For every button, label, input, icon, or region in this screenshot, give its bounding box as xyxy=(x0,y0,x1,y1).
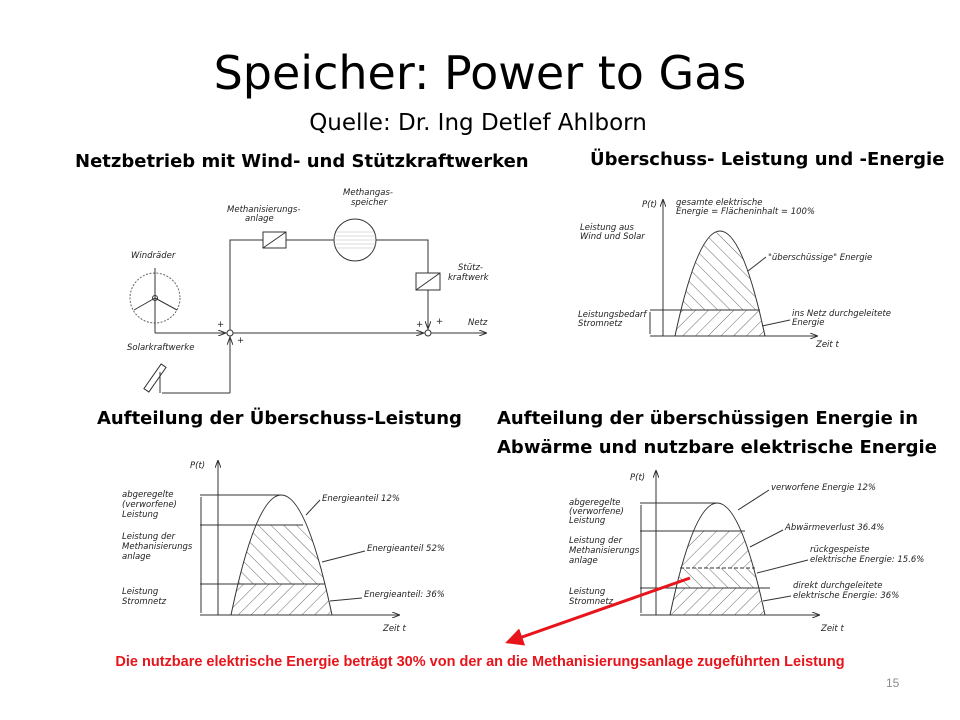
diagram-label: "überschüssige" Energie xyxy=(768,253,872,263)
diagram-label: Methanisierungs xyxy=(569,546,640,556)
diagram-label: (verworfene) xyxy=(122,500,177,510)
wind-turbine-icon xyxy=(129,268,181,333)
diagram-label: Leistungsbedarf xyxy=(578,310,648,320)
diagram-label: ins Netz durchgeleitete xyxy=(792,309,891,319)
diagram-label: + xyxy=(416,320,423,330)
slide-title: Speicher: Power to Gas xyxy=(213,46,747,100)
diagram-label: anlage xyxy=(122,552,151,562)
diagram-label: Methangas- xyxy=(343,188,393,198)
diagram-label: Abwärmeverlust 36.4% xyxy=(784,523,884,533)
diagram-label: Solarkraftwerke xyxy=(127,343,194,353)
red-annotation-arrow xyxy=(505,576,691,646)
diagram-label: Zeit t xyxy=(382,624,406,634)
diagram-label: elektrische Energie: 15.6% xyxy=(810,555,924,565)
heading-grid-operation: Netzbetrieb mit Wind- und Stützkraftwerk… xyxy=(75,151,529,172)
diagram-label: P(t) xyxy=(642,200,657,210)
diagram-label: Leistung xyxy=(122,510,159,520)
diagram-label: Energieanteil 12% xyxy=(322,494,400,504)
diagram-label: anlage xyxy=(569,556,598,566)
diagram-label: speicher xyxy=(351,198,388,208)
diagram-label: Windräder xyxy=(131,251,176,261)
solar-panel-icon xyxy=(143,363,167,393)
surplus-diagram: P(t) gesamte elektrische Energie = Fläch… xyxy=(578,198,891,350)
diagram-label: Wind und Solar xyxy=(580,232,645,242)
diagram-label: + xyxy=(217,320,224,330)
diagram-label: Stromnetz xyxy=(578,319,623,329)
diagram-label: P(t) xyxy=(190,461,205,471)
diagram-label: Leistung xyxy=(569,516,606,526)
diagram-label: Methanisierungs xyxy=(122,542,193,552)
diagram-label: Energie = Flächeninhalt = 100% xyxy=(676,207,815,217)
diagram-label: gesamte elektrische xyxy=(676,198,762,208)
diagram-label: verworfene Energie 12% xyxy=(771,483,876,493)
diagram-label: Energie xyxy=(792,318,824,328)
diagram-label: + xyxy=(436,317,443,327)
diagram-label: Leistung xyxy=(122,587,159,597)
diagram-label: Netz xyxy=(468,318,488,328)
slide-subtitle: Quelle: Dr. Ing Detlef Ahlborn xyxy=(309,110,647,136)
power-split-diagram: P(t) abgeregelte (verworfene) Leistung L… xyxy=(122,460,445,634)
diagram-label: Stromnetz xyxy=(569,597,614,607)
diagram-label: Leistung aus xyxy=(580,223,635,233)
page-number: 15 xyxy=(886,676,900,690)
diagram-label: Zeit t xyxy=(820,624,844,634)
diagram-label: Stütz- xyxy=(458,263,483,273)
diagram-label: Energieanteil: 36% xyxy=(364,590,445,600)
diagram-label: abgeregelte xyxy=(122,490,174,500)
heading-surplus: Überschuss- Leistung und -Energie xyxy=(590,149,945,170)
footer-note: Die nutzbare elektrische Energie beträgt… xyxy=(115,654,845,670)
diagram-label: elektrische Energie: 36% xyxy=(793,591,899,601)
energy-split-diagram: P(t) abgeregelte (verworfene) Leistung L… xyxy=(569,470,924,634)
diagram-label: + xyxy=(237,336,244,346)
diagram-label: Energieanteil 52% xyxy=(367,544,445,554)
diagram-label: Methanisierungs- xyxy=(227,205,300,215)
diagram-label: abgeregelte xyxy=(569,498,621,508)
heading-energy-split-line2: Abwärme und nutzbare elektrische Energie xyxy=(497,437,937,458)
diagram-label: P(t) xyxy=(630,473,645,483)
diagram-label: anlage xyxy=(245,214,274,224)
diagram-label: Stromnetz xyxy=(122,597,167,607)
heading-energy-split-line1: Aufteilung der überschüssigen Energie in xyxy=(497,408,919,429)
diagram-label: rückgespeiste xyxy=(810,545,870,555)
grid-operation-diagram: Methanisierungs- anlage Methangas- speic… xyxy=(127,188,490,394)
diagram-label: direkt durchgeleitete xyxy=(793,581,882,591)
diagram-label: Leistung der xyxy=(569,536,623,546)
diagram-label: kraftwerk xyxy=(448,273,490,283)
diagram-label: Leistung xyxy=(569,587,606,597)
diagram-label: (verworfene) xyxy=(569,507,624,517)
heading-power-split: Aufteilung der Überschuss-Leistung xyxy=(97,408,462,429)
diagram-label: Leistung der xyxy=(122,532,176,542)
diagram-label: Zeit t xyxy=(815,340,839,350)
